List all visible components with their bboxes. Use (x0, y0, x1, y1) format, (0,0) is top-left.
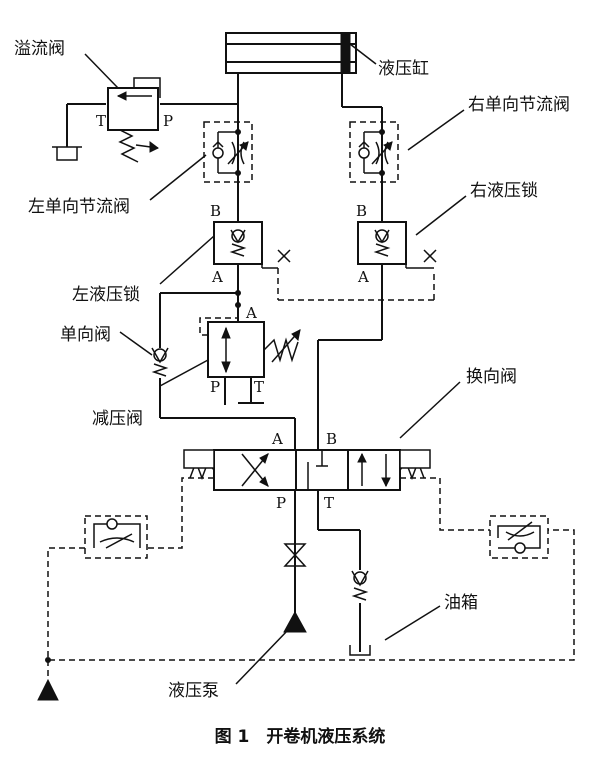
port-dir-a: A (271, 430, 283, 448)
label-reducing-valve: 减压阀 (92, 409, 143, 429)
label-oil-tank: 油箱 (444, 593, 478, 613)
label-right-throttle: 右单向节流阀 (468, 95, 570, 115)
port-right-lock-b: B (356, 202, 367, 220)
port-reducing-a: A (245, 304, 257, 322)
port-left-lock-b: B (210, 202, 221, 220)
label-left-lock: 左液压锁 (72, 285, 140, 305)
right-hydraulic-lock (237, 221, 437, 300)
component-labels: 溢流阀 液压缸 右单向节流阀 左单向节流阀 右液压锁 左液压锁 单向阀 减压阀 … (14, 39, 570, 701)
label-directional-valve: 换向阀 (466, 367, 517, 387)
relief-valve (107, 77, 161, 163)
label-pump: 液压泵 (168, 681, 219, 701)
hydraulic-cylinder (225, 32, 357, 74)
label-cylinder: 液压缸 (378, 58, 429, 79)
figure-caption: 图 1 开卷机液压系统 (215, 726, 386, 747)
left-throttle-valve (203, 121, 253, 183)
reducing-valve (199, 290, 301, 378)
port-dir-t: T (324, 494, 334, 512)
port-relief-p: P (163, 112, 173, 130)
port-reducing-t: T (254, 378, 264, 396)
tank-check-valve (351, 570, 369, 601)
main-pipes (66, 73, 383, 652)
label-left-throttle: 左单向节流阀 (28, 197, 130, 217)
check-valve (151, 347, 169, 377)
directional-valve (183, 449, 431, 491)
port-dir-p: P (276, 494, 286, 512)
left-hydraulic-lock (213, 221, 435, 301)
label-relief-valve: 溢流阀 (14, 39, 65, 59)
port-labels: T P B B A A A P T A B P T (96, 112, 369, 512)
port-left-lock-a: A (211, 268, 223, 286)
pump (283, 543, 307, 633)
leader-lines (84, 43, 467, 685)
port-reducing-p: P (210, 378, 220, 396)
port-dir-b: B (326, 430, 337, 448)
right-throttle-valve (349, 121, 399, 183)
label-check-valve: 单向阀 (60, 325, 111, 345)
label-right-lock: 右液压锁 (470, 181, 538, 201)
pilot-lines (37, 477, 575, 701)
port-relief-t: T (96, 112, 106, 130)
tank-symbols (52, 146, 371, 656)
port-right-lock-a: A (357, 268, 369, 286)
